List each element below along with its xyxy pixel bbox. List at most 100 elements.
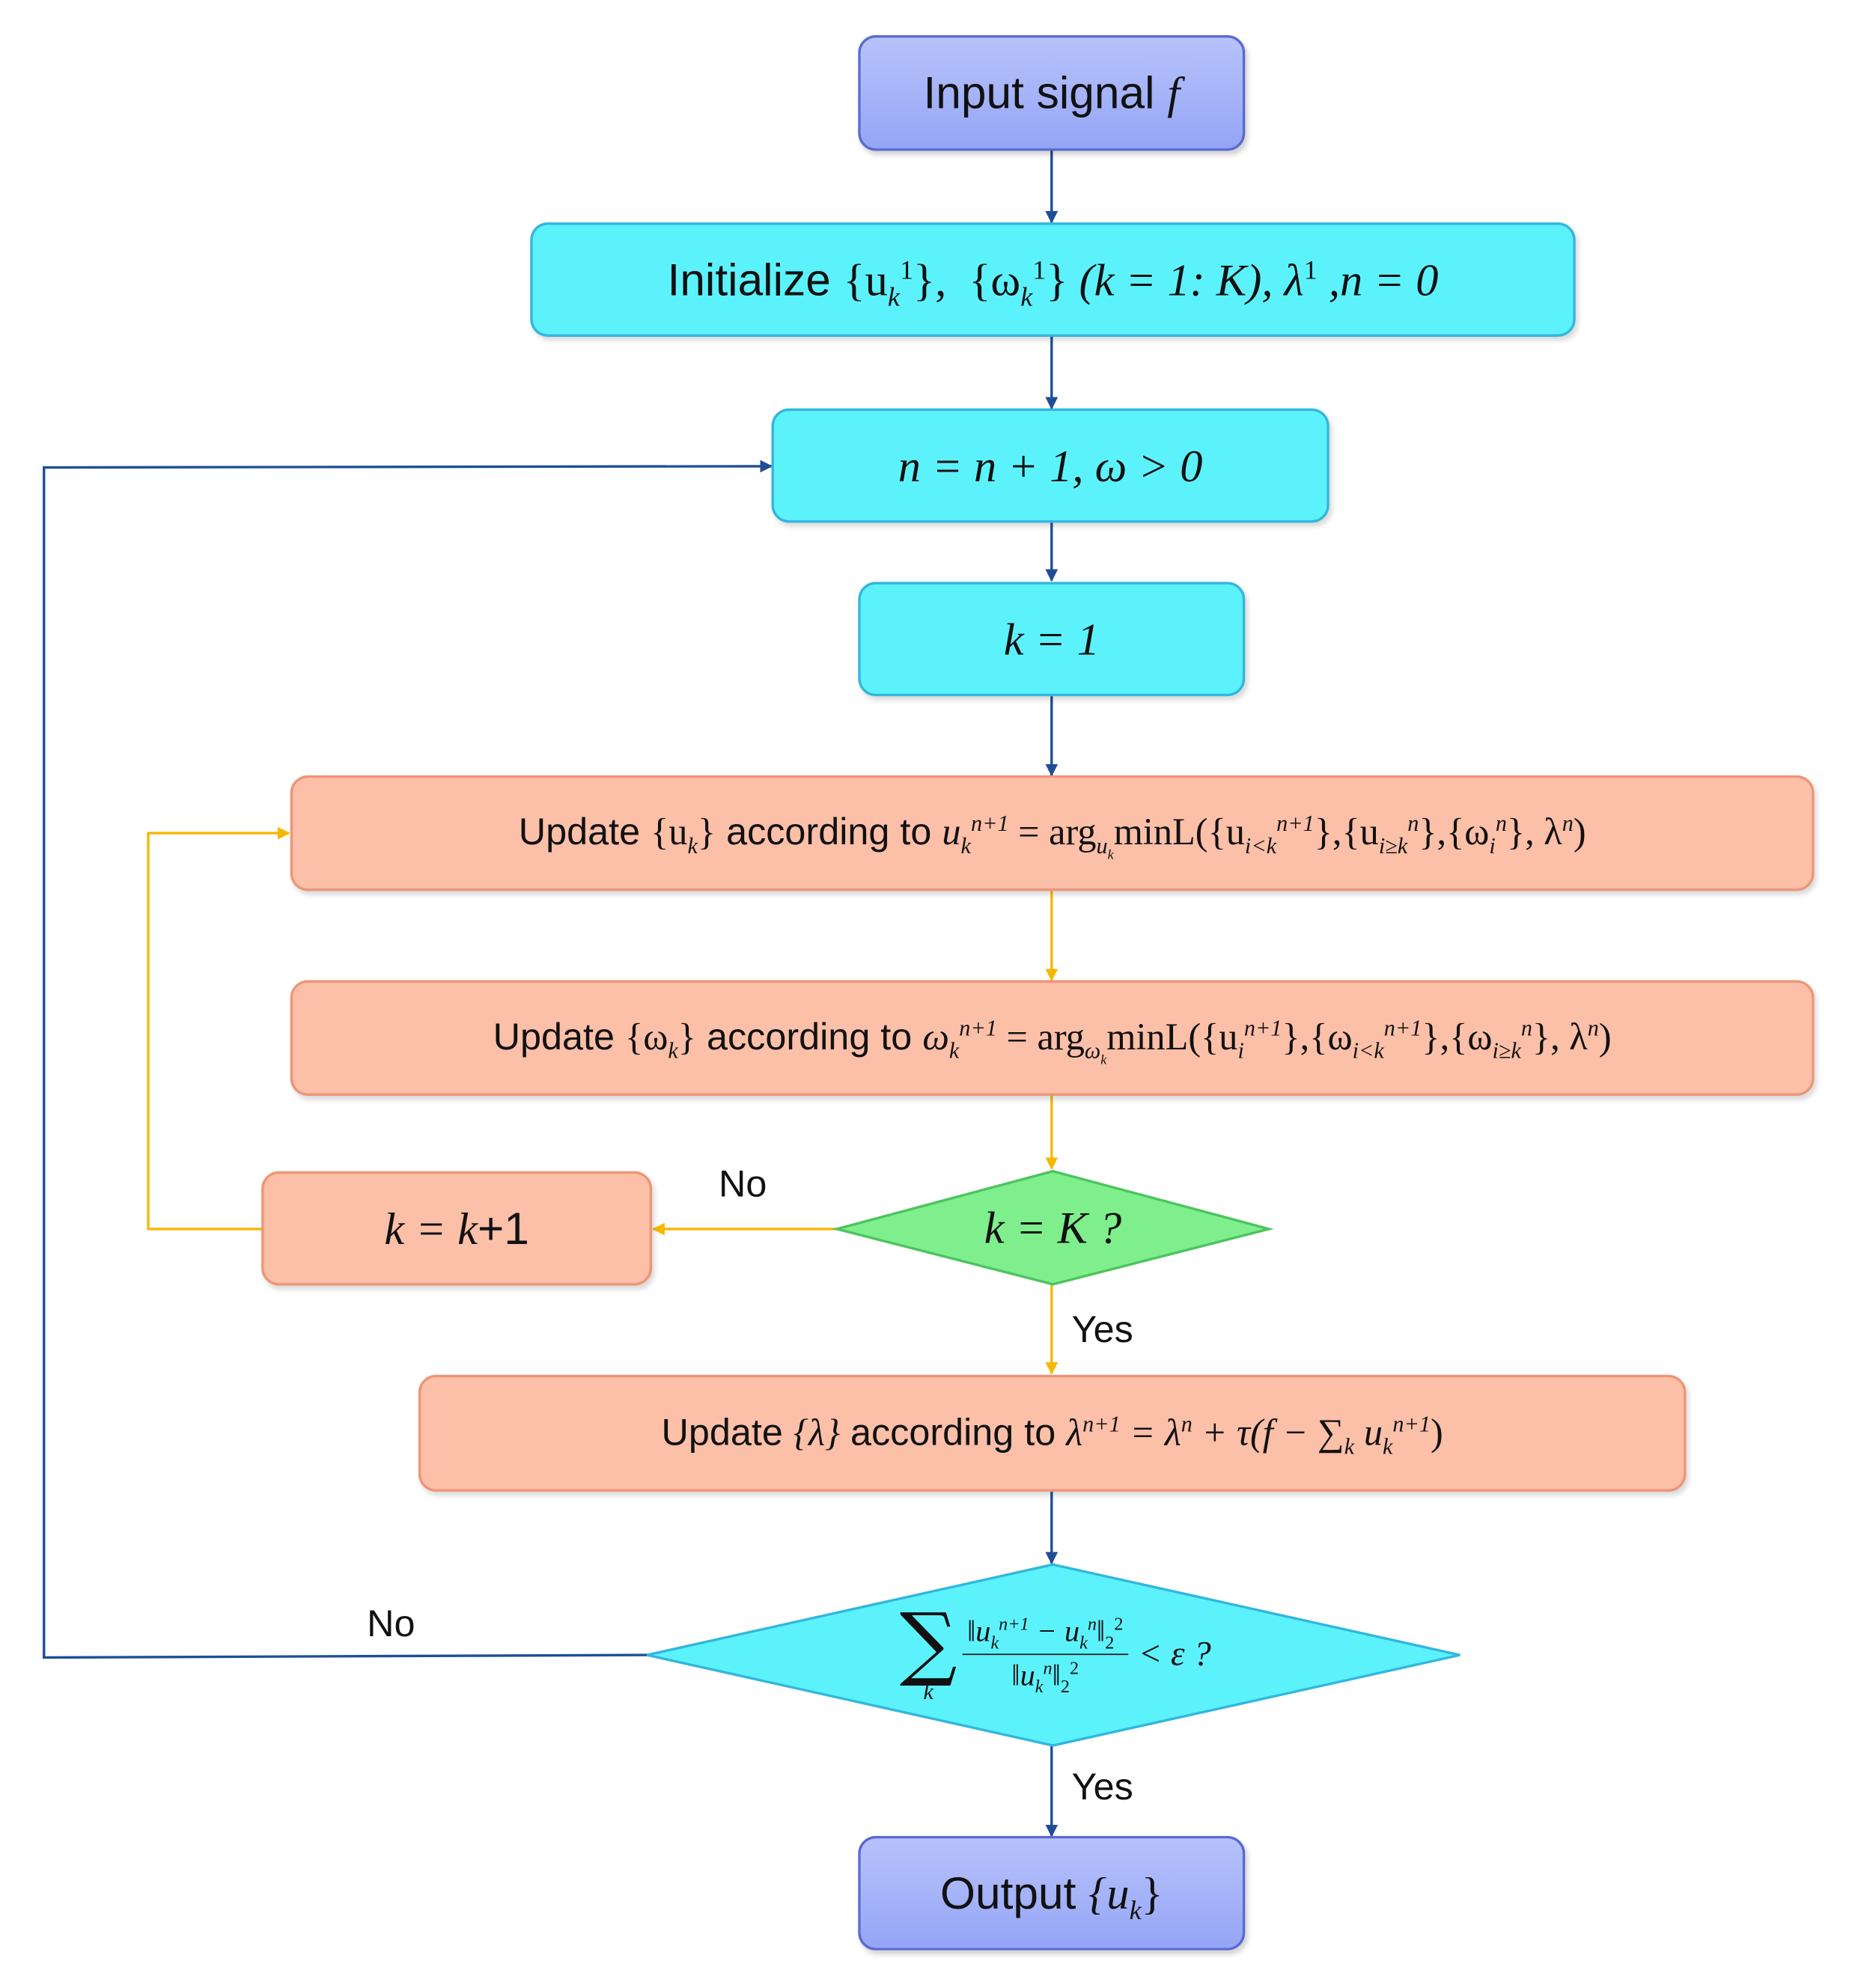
update-omega-c-sup: n (1520, 1015, 1532, 1040)
update-omega-b: },{ω (1282, 1016, 1353, 1058)
input-signal-var: f (1167, 67, 1181, 118)
update-lambda-close: ) (1431, 1412, 1443, 1454)
update-lambda-box: Update {λ} according to λn+1 = λn + τ(f … (418, 1374, 1687, 1492)
update-u-set-sub: k (687, 833, 698, 859)
update-u-set-brace: {u (651, 811, 688, 853)
initialize-box: Initialize {uk1}, {ωk1} (k = 1: K), λ1 ,… (530, 222, 1576, 337)
update-omega-fn: minL({u (1106, 1016, 1238, 1058)
arrow-decision-conv-back-to-loop (43, 460, 773, 1659)
edge-label-outer-yes: Yes (1071, 1766, 1133, 1808)
update-u-lhs: u (942, 811, 961, 853)
update-omega-arg-sub: ω (1084, 1037, 1101, 1063)
initialize-u-set: {uk1}, {ωk1} (k = 1: K), λ1 ,n = 0 (843, 254, 1439, 311)
num-a-sub: k (990, 1633, 999, 1653)
update-u-d-sup: n (1562, 810, 1574, 835)
update-u-mid: according to (726, 811, 932, 853)
update-u-b-sub: i≥k (1378, 832, 1408, 859)
update-u-close: ) (1573, 811, 1586, 853)
output-box: Output {uk} (858, 1835, 1246, 1951)
num-norm-sub: 2 (1105, 1633, 1115, 1653)
update-lambda-eq: = λ (1120, 1412, 1181, 1454)
input-signal-box: Input signal f (858, 35, 1246, 151)
update-omega-b-sub: i<k (1352, 1037, 1384, 1063)
update-lambda-u-sub: k (1383, 1433, 1393, 1459)
update-omega-box: Update {ωk} according to ωkn+1 = argωkmi… (290, 980, 1815, 1097)
update-omega-lhs-sub: k (948, 1037, 960, 1063)
update-omega-arg-sub-sub: k (1100, 1052, 1107, 1067)
update-u-c: },{ω (1419, 811, 1490, 853)
update-u-b-sup: n (1407, 810, 1419, 835)
update-lambda-set: {λ} (793, 1412, 840, 1454)
k-increment-lhs: k = k (384, 1203, 478, 1254)
init-range: (k = 1: K), λ (1079, 254, 1304, 305)
den-norm-sub: 2 (1060, 1677, 1070, 1698)
fraction-numerator: ‖ukn+1 − ukn‖22 (962, 1615, 1129, 1655)
k-increment-rhs: +1 (477, 1201, 529, 1254)
update-u-lhs-sup: n+1 (970, 810, 1009, 835)
den-sub: k (1035, 1677, 1044, 1698)
init-lambda-sup: 1 (1303, 254, 1318, 285)
update-u-lead: Update (518, 811, 641, 853)
init-omega-sup: 1 (1032, 254, 1047, 285)
update-omega-mid: according to (706, 1016, 913, 1058)
update-lambda-lhs-sup: n+1 (1082, 1410, 1121, 1436)
update-lambda-sum-sub: k (1344, 1433, 1355, 1459)
num-a: ‖u (966, 1615, 991, 1649)
update-omega-d-sup: n (1587, 1015, 1599, 1040)
update-omega-lhs-sup: n+1 (959, 1015, 997, 1040)
num-a-sup: n+1 (999, 1615, 1029, 1635)
output-set: {uk} (1088, 1867, 1163, 1924)
init-u-sup: 1 (899, 254, 914, 285)
update-omega-lead: Update (493, 1016, 615, 1058)
update-u-c-sub: i (1489, 832, 1496, 859)
fraction-denominator: ‖ukn‖22 (1011, 1654, 1079, 1698)
update-u-lhs-sub: k (960, 832, 971, 859)
k-init-text: k = 1 (1003, 614, 1100, 665)
update-u-a-sup: n+1 (1276, 810, 1315, 835)
init-omega-sub: k (1020, 281, 1033, 311)
den-norm-sup: 2 (1070, 1658, 1079, 1679)
update-omega-c-sub: i≥k (1492, 1037, 1521, 1063)
init-n-zero: ,n = 0 (1328, 254, 1439, 305)
convergence-tail: < ε ? (1138, 1635, 1211, 1674)
update-lambda-eq-sup: n (1181, 1410, 1192, 1436)
update-omega-b-sup: n+1 (1383, 1015, 1422, 1040)
update-omega-lhs: ω (922, 1016, 949, 1058)
update-u-d: }, λ (1506, 811, 1562, 853)
output-set-brace: {u (1088, 1867, 1130, 1918)
edge-label-outer-no: No (367, 1603, 415, 1645)
update-lambda-mid: according to (850, 1412, 1056, 1454)
sum-sub: k (923, 1678, 933, 1704)
sigma-glyph: ∑ (899, 1597, 957, 1691)
den-a: ‖u (1011, 1659, 1035, 1692)
update-lambda-rest: + τ(f − ∑ (1192, 1412, 1344, 1454)
loop-n-text: n = n + 1, ω > 0 (898, 440, 1203, 491)
k-init-box: k = 1 (858, 582, 1246, 697)
update-omega-a-sup: n+1 (1243, 1015, 1282, 1040)
arrow-k-inc-back-to-update-u (147, 826, 290, 1231)
num-b-sub: k (1079, 1633, 1088, 1653)
den-sup: n (1043, 1658, 1053, 1679)
update-omega-eq: = arg (996, 1016, 1085, 1058)
output-set-sub: k (1129, 1894, 1142, 1925)
sum-symbol: ∑k (899, 1597, 957, 1704)
update-u-a-sub: i<k (1244, 832, 1277, 859)
update-u-eq: = arg (1008, 811, 1097, 853)
output-label: Output (939, 1867, 1076, 1918)
decision-convergence-diamond (647, 1563, 1460, 1747)
edge-label-inner-yes: Yes (1071, 1309, 1133, 1351)
loop-n-box: n = n + 1, ω > 0 (771, 408, 1329, 523)
update-omega-c: },{ω (1422, 1016, 1493, 1058)
init-u-sub: k (887, 281, 900, 311)
num-norm-sup: 2 (1114, 1615, 1124, 1635)
num-norm: ‖ (1096, 1615, 1106, 1649)
update-omega-a-sub: i (1237, 1037, 1244, 1063)
update-u-box: Update {uk} according to ukn+1 = argukmi… (290, 775, 1815, 891)
initialize-word: Initialize (667, 253, 831, 305)
update-lambda-u-sup: n+1 (1392, 1410, 1431, 1436)
update-lambda-lead: Update (661, 1412, 783, 1454)
update-omega-set-sub: k (668, 1037, 678, 1064)
init-u-brace: {u (843, 254, 888, 305)
